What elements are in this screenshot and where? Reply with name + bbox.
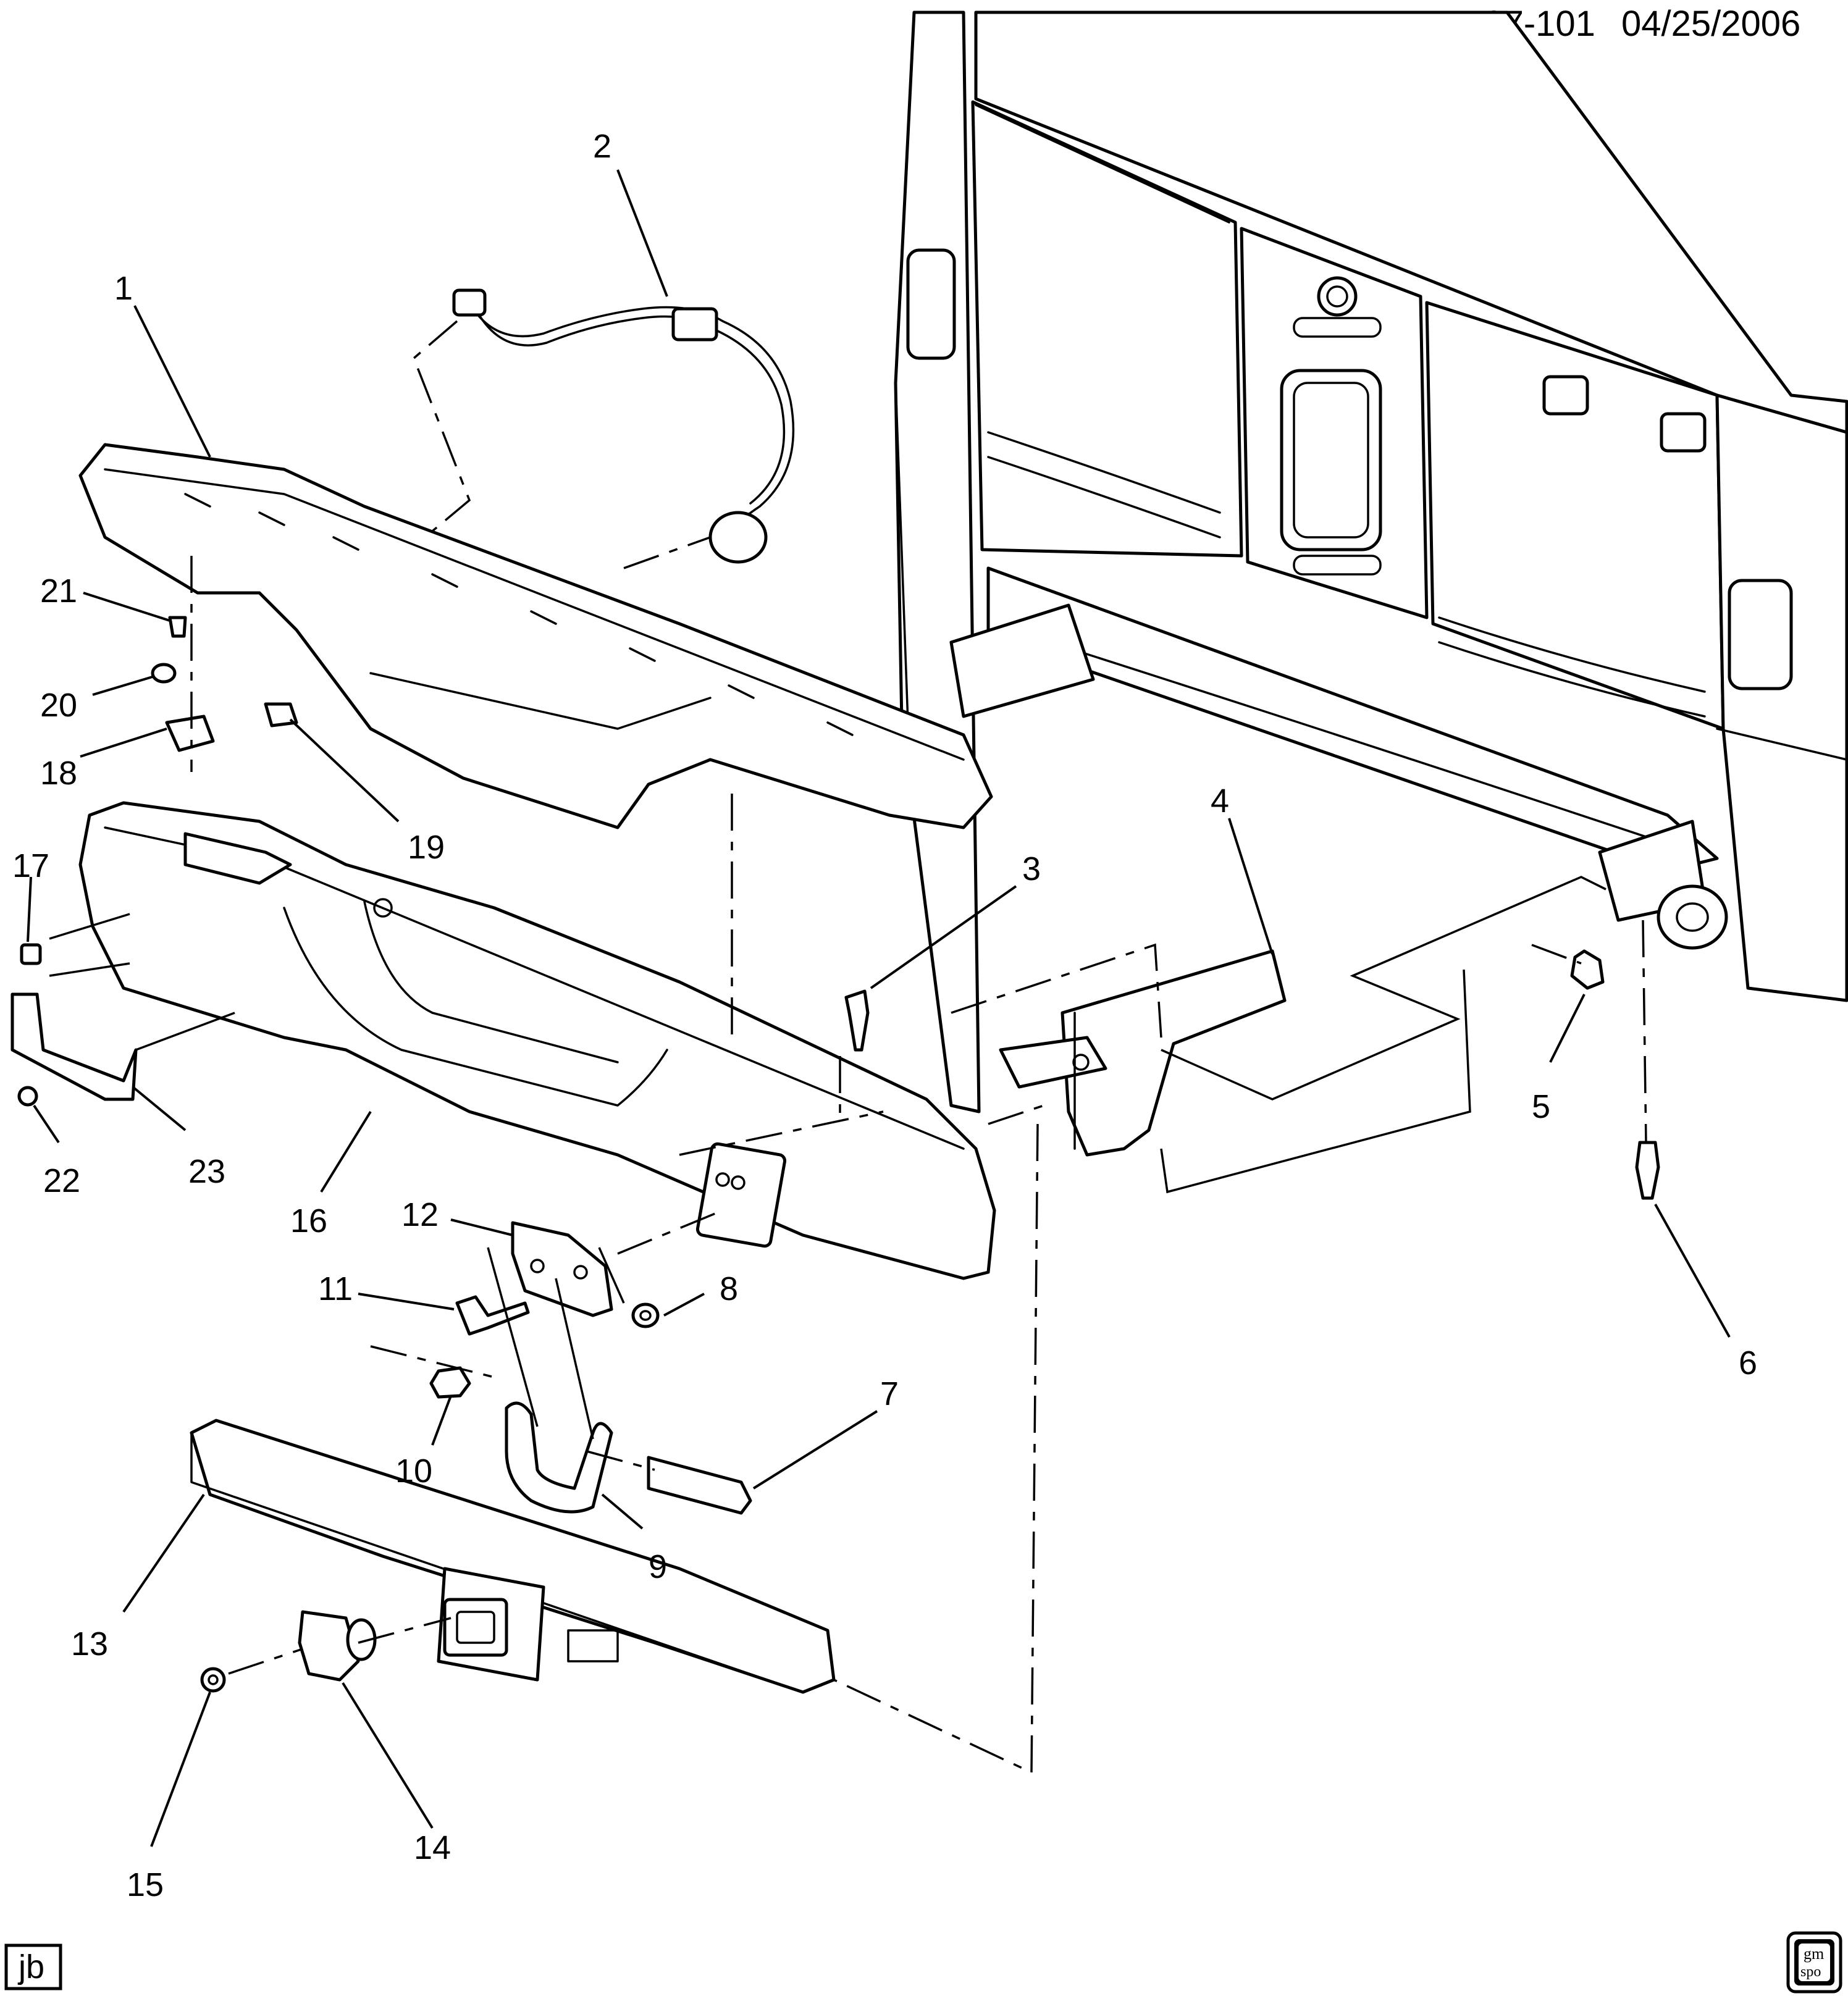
callout-2: 2 — [593, 128, 611, 165]
callout-21: 21 — [40, 572, 77, 610]
harness-connector-round — [708, 511, 768, 564]
callout-5: 5 — [1532, 1088, 1550, 1125]
hitch-label — [567, 1629, 619, 1663]
part-17-clip — [20, 943, 42, 965]
bumper-end-plate — [695, 1142, 787, 1248]
body-right-side — [1715, 393, 1848, 1002]
vehicle-rear-body — [894, 10, 1848, 1113]
harness-connector-center — [671, 307, 718, 342]
logo-text-top: gm — [1804, 1945, 1824, 1963]
callout-15: 15 — [127, 1866, 164, 1903]
callout-7: 7 — [880, 1375, 899, 1412]
license-pocket — [1280, 369, 1382, 551]
part-7-bolt — [647, 1456, 752, 1515]
callout-17: 17 — [12, 847, 49, 884]
part-1-step-pad — [78, 443, 993, 829]
part-15-bolt — [200, 1667, 226, 1693]
callout-13: 13 — [71, 1625, 108, 1663]
part-18-lamp — [165, 715, 215, 752]
callout-20: 20 — [40, 687, 77, 724]
callout-9: 9 — [649, 1548, 667, 1585]
part-3-bolt — [844, 989, 870, 1052]
license-lamp-bracket — [183, 832, 292, 885]
callout-12: 12 — [401, 1196, 439, 1233]
drawing-date: 04/25/2006 — [1621, 4, 1800, 44]
part-10-nut — [429, 1366, 471, 1399]
callout-10: 10 — [395, 1453, 432, 1490]
part-13-trailer-hitch — [190, 1419, 836, 1694]
callout-8: 8 — [720, 1270, 738, 1307]
callout-23: 23 — [188, 1153, 225, 1190]
part-11-bolt — [455, 1295, 530, 1336]
part-20-bulb — [151, 663, 177, 684]
drawing-footer: jb gm spo — [4, 1931, 1842, 1994]
assembly-lines — [49, 320, 1647, 1774]
harness-connector-left — [452, 288, 487, 317]
part-16-rear-bumper — [78, 801, 996, 1280]
part-23-shield — [10, 992, 138, 1101]
hardware-fasteners — [10, 616, 1660, 1693]
part-4-bumper-bracket — [999, 949, 1287, 1157]
left-taillamp — [906, 248, 956, 360]
callout-11: 11 — [318, 1270, 353, 1307]
callout-labels: 1 2 3 4 5 6 7 8 9 10 11 12 13 14 15 16 1… — [12, 128, 1757, 1903]
callout-18: 18 — [40, 755, 77, 792]
illustrator-initials: jb — [17, 1948, 44, 1986]
door-handle-lower — [1660, 412, 1707, 453]
door-handle-upper — [1542, 375, 1589, 416]
part-8-washer — [631, 1302, 660, 1328]
part-22-nut — [17, 1086, 38, 1107]
part-9-tow-shackle — [505, 1401, 613, 1514]
part-19-clip — [264, 702, 298, 728]
callout-14: 14 — [414, 1829, 451, 1866]
logo-text-bottom: spo — [1800, 1964, 1821, 1980]
callout-16: 16 — [290, 1202, 327, 1239]
spare-tire-edge — [1657, 884, 1728, 950]
body-left-side — [894, 10, 981, 1113]
rear-window-frame — [974, 10, 1848, 434]
part-2-wiring-harness — [452, 288, 795, 564]
receiver-tube — [443, 1598, 508, 1657]
part-21-screw — [168, 616, 187, 638]
part-12-hitch-bracket — [511, 1221, 613, 1317]
part-5-bolt — [1570, 949, 1605, 990]
rear-door-left — [971, 100, 1243, 558]
callout-3: 3 — [1022, 850, 1041, 887]
part-6-bolt — [1635, 1141, 1660, 1200]
part-14-trailer-connector — [298, 1610, 377, 1682]
callout-1: 1 — [114, 270, 133, 307]
frame-rail-end-left — [949, 603, 1095, 718]
callout-19: 19 — [408, 829, 445, 866]
callout-leaders — [27, 169, 1731, 1847]
right-taillamp — [1728, 579, 1793, 690]
callout-22: 22 — [43, 1162, 80, 1199]
callout-4: 4 — [1211, 782, 1229, 820]
illustrator-initials-box — [4, 1944, 62, 1990]
callout-6: 6 — [1739, 1344, 1757, 1382]
door-lock-cylinder — [1317, 276, 1358, 317]
